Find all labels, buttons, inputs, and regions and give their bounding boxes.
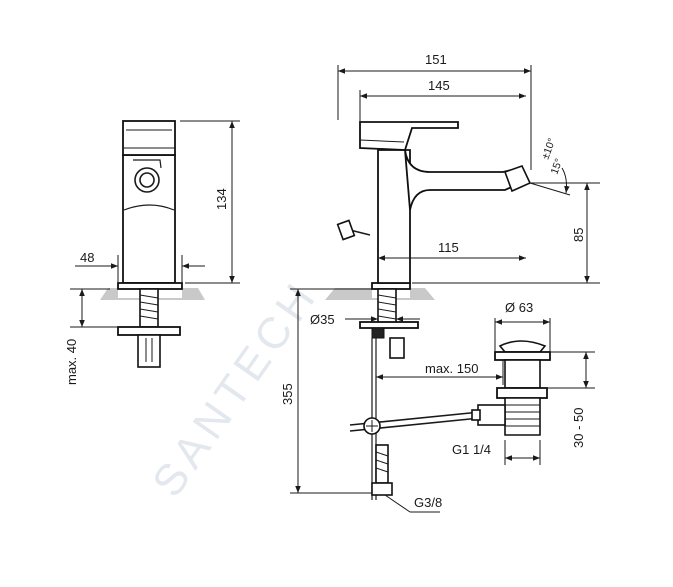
side-plate [117,326,181,336]
dim-g114: G1 1/4 [452,440,541,465]
dim-max40-label: max. 40 [64,339,79,385]
dim-134: 134 [180,120,240,284]
waste-tail [504,397,541,436]
dim-angle: 15° ±10° [529,137,575,196]
dim-115-label: 115 [438,240,459,255]
dim-151-label: 151 [425,52,447,67]
dim-max150-label: max. 150 [425,361,478,376]
front-countertop [325,288,435,300]
watermark-text: SANTECH [143,271,328,506]
dim-o35-label: Ø35 [310,312,335,327]
dim-355: 355 [280,288,372,494]
dim-30-50-label: 30 - 50 [571,408,586,448]
dim-g38: G3/8 [384,494,442,513]
supply-nut [371,482,393,496]
waste-cap [498,340,547,353]
front-plate [359,321,419,329]
dim-g38-label: G3/8 [414,495,442,510]
dim-48: 48 [75,250,205,283]
front-view [325,121,532,500]
front-nut [371,327,385,339]
popup-knob [336,219,356,241]
side-fitting [137,334,161,368]
dim-48-label: 48 [80,250,94,265]
dim-145-label: 145 [428,78,450,93]
dim-134-label: 134 [214,188,229,210]
front-fitting [389,337,405,359]
dim-g114-label: G1 1/4 [452,442,491,457]
dim-355-label: 355 [280,383,295,405]
side-countertop [100,288,205,300]
dim-o63-label: Ø 63 [505,300,533,315]
dim-115: 115 [378,240,526,261]
angle-tol-label: ±10° [540,137,559,161]
waste-connector [477,404,506,426]
dim-max150: max. 150 [376,360,504,385]
supply-hose [375,444,389,484]
dim-max40: max. 40 [64,288,118,385]
dim-30-50: 30 - 50 [547,351,595,448]
front-body [377,149,411,284]
waste-nut [496,387,548,399]
dim-151: 151 [337,52,532,170]
front-spout [404,149,523,211]
dim-145: 145 [359,78,526,122]
front-lever [359,121,459,151]
dim-o63: Ø 63 [494,300,551,352]
angle-main-label: 15° [549,157,566,176]
dim-85: 85 [412,182,600,284]
dim-85-label: 85 [571,228,586,242]
side-rod [139,288,159,328]
waste-assembly [471,340,551,436]
dim-o35: Ø35 [310,312,420,327]
side-base [117,282,183,290]
side-view [100,120,205,368]
waste-body [504,359,541,389]
waste-flange [494,351,551,361]
side-body [122,154,176,284]
side-lever [122,120,176,156]
